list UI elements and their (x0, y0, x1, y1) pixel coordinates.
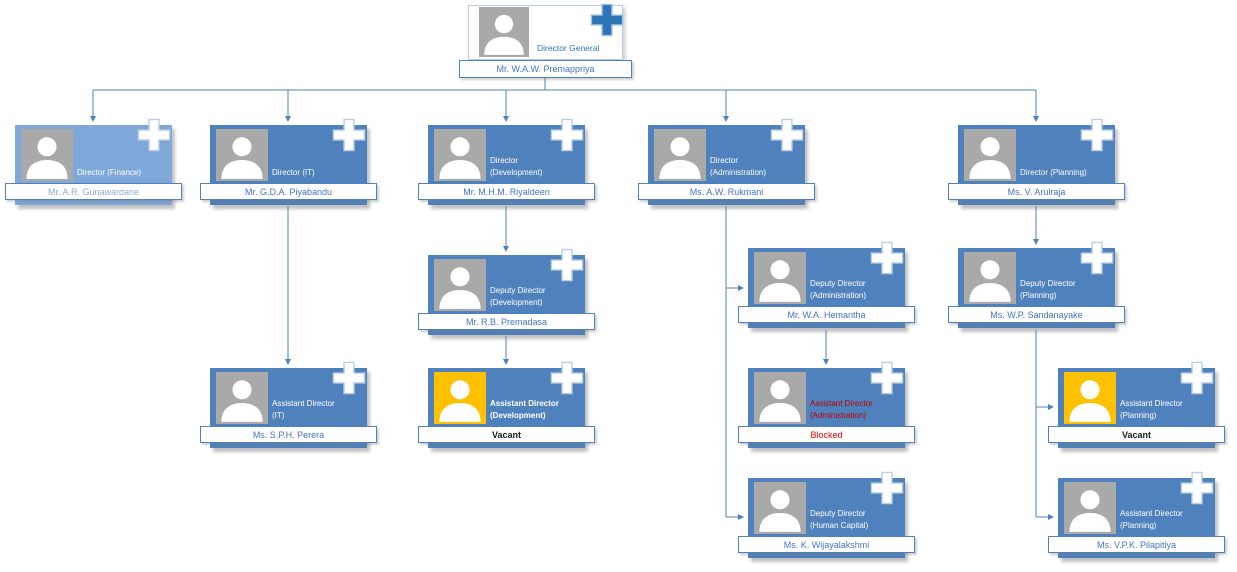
photo-placeholder (21, 129, 73, 181)
photo-placeholder (964, 252, 1016, 304)
person-silhouette-icon (969, 260, 1011, 302)
add-position-icon[interactable] (870, 241, 904, 275)
node-name: Mr. M.H.M. Riyaldeen (418, 183, 595, 200)
node-title: Director General (537, 43, 600, 54)
org-node-assistant-director-development-vacant[interactable]: Assistant Director (Development) Vacant (418, 361, 595, 448)
add-position-icon[interactable] (1080, 241, 1114, 275)
org-node-director-it[interactable]: Director (IT) Mr. G.D.A. Piyabandu (200, 118, 377, 205)
node-name: Mr. A.R. Gunawardane (5, 183, 182, 200)
org-node-deputy-director-planning[interactable]: Deputy Director (Planning) Ms. W.P. Sand… (948, 241, 1125, 328)
node-name: Mr. R.B. Premadasa (418, 313, 595, 330)
node-title: Deputy Director (Administration) (810, 279, 867, 300)
node-title: Assistant Director (Development) (490, 399, 559, 420)
node-title: Director (Development) (490, 156, 543, 177)
org-node-assistant-director-planning-vacant[interactable]: Assistant Director (Planning) Vacant (1048, 361, 1225, 448)
node-title: Assistant Director (IT) (272, 399, 335, 420)
node-title: Director (Planning) (1020, 168, 1087, 177)
add-position-icon[interactable] (332, 361, 366, 395)
org-node-director-development[interactable]: Director (Development) Mr. M.H.M. Riyald… (418, 118, 595, 205)
add-position-icon[interactable] (550, 248, 584, 282)
person-silhouette-icon (759, 490, 801, 532)
photo-placeholder (434, 259, 486, 311)
node-title: Director (Administration) (710, 156, 767, 177)
node-name: Ms. A.W. Rukmani (638, 183, 815, 200)
photo-placeholder-vacant (1064, 372, 1116, 424)
node-title: Assistant Director (Planning) (1120, 509, 1183, 530)
photo-placeholder (1064, 482, 1116, 534)
add-position-icon[interactable] (550, 361, 584, 395)
node-title: Deputy Director (Development) (490, 286, 546, 307)
photo-placeholder (754, 252, 806, 304)
node-name: Ms. V. Arulraja (948, 183, 1125, 200)
add-position-icon[interactable] (137, 118, 171, 152)
photo-placeholder (479, 7, 529, 57)
add-position-icon[interactable] (870, 471, 904, 505)
node-title: Deputy Director (Human Capital) (810, 509, 869, 530)
person-silhouette-icon (439, 380, 481, 422)
person-silhouette-icon (221, 137, 263, 179)
org-node-director-general[interactable]: Director General Mr. W.A.W. Premappriya (459, 3, 632, 78)
person-silhouette-icon (439, 267, 481, 309)
add-position-icon[interactable] (1180, 361, 1214, 395)
org-node-deputy-director-development[interactable]: Deputy Director (Development) Mr. R.B. P… (418, 248, 595, 335)
org-node-director-administration[interactable]: Director (Administration) Ms. A.W. Rukma… (638, 118, 815, 205)
org-node-deputy-director-human-capital[interactable]: Deputy Director (Human Capital) Ms. K. W… (738, 471, 915, 558)
org-node-assistant-director-administration-blocked[interactable]: Assistant Director (Administration) Bloc… (738, 361, 915, 448)
photo-placeholder (964, 129, 1016, 181)
node-name: Ms. V.P.K. Pilapitiya (1048, 536, 1225, 553)
node-name: Blocked (738, 426, 915, 443)
node-name: Mr. G.D.A. Piyabandu (200, 183, 377, 200)
org-node-assistant-director-it[interactable]: Assistant Director (IT) Ms. S.P.H. Perer… (200, 361, 377, 448)
add-position-icon[interactable] (870, 361, 904, 395)
add-position-icon[interactable] (1080, 118, 1114, 152)
node-name: Mr. W.A.W. Premappriya (459, 60, 632, 78)
photo-placeholder (654, 129, 706, 181)
person-silhouette-icon (659, 137, 701, 179)
person-silhouette-icon (1069, 380, 1111, 422)
org-node-director-finance[interactable]: Director (Finance) Mr. A.R. Gunawardane (5, 118, 182, 205)
person-silhouette-icon (26, 137, 68, 179)
person-silhouette-icon (969, 137, 1011, 179)
node-name: Ms. K. Wijayalakshmi (738, 536, 915, 553)
node-title: Assistant Director (Planning) (1120, 399, 1183, 420)
person-silhouette-icon (439, 137, 481, 179)
photo-placeholder (216, 129, 268, 181)
node-name: Ms. S.P.H. Perera (200, 426, 377, 443)
org-node-assistant-director-planning[interactable]: Assistant Director (Planning) Ms. V.P.K.… (1048, 471, 1225, 558)
node-name: Vacant (418, 426, 595, 443)
node-title: Director (Finance) (77, 168, 142, 177)
photo-placeholder (434, 129, 486, 181)
node-title: Assistant Director (Administration) (810, 399, 873, 420)
node-name: Mr. W.A. Hemantha (738, 306, 915, 323)
org-node-director-planning[interactable]: Director (Planning) Ms. V. Arulraja (948, 118, 1125, 205)
person-silhouette-icon (221, 380, 263, 422)
person-silhouette-icon (759, 260, 801, 302)
person-silhouette-icon (484, 14, 524, 55)
add-position-icon[interactable] (550, 118, 584, 152)
node-name: Vacant (1048, 426, 1225, 443)
node-name: Ms. W.P. Sandanayake (948, 306, 1125, 323)
photo-placeholder (754, 372, 806, 424)
add-position-icon[interactable] (590, 3, 624, 37)
photo-placeholder (754, 482, 806, 534)
person-silhouette-icon (759, 380, 801, 422)
add-position-icon[interactable] (1180, 471, 1214, 505)
node-title: Deputy Director (Planning) (1020, 279, 1076, 300)
org-node-deputy-director-administration[interactable]: Deputy Director (Administration) Mr. W.A… (738, 241, 915, 328)
photo-placeholder (216, 372, 268, 424)
node-title: Director (IT) (272, 168, 315, 177)
add-position-icon[interactable] (332, 118, 366, 152)
add-position-icon[interactable] (770, 118, 804, 152)
person-silhouette-icon (1069, 490, 1111, 532)
photo-placeholder-vacant (434, 372, 486, 424)
